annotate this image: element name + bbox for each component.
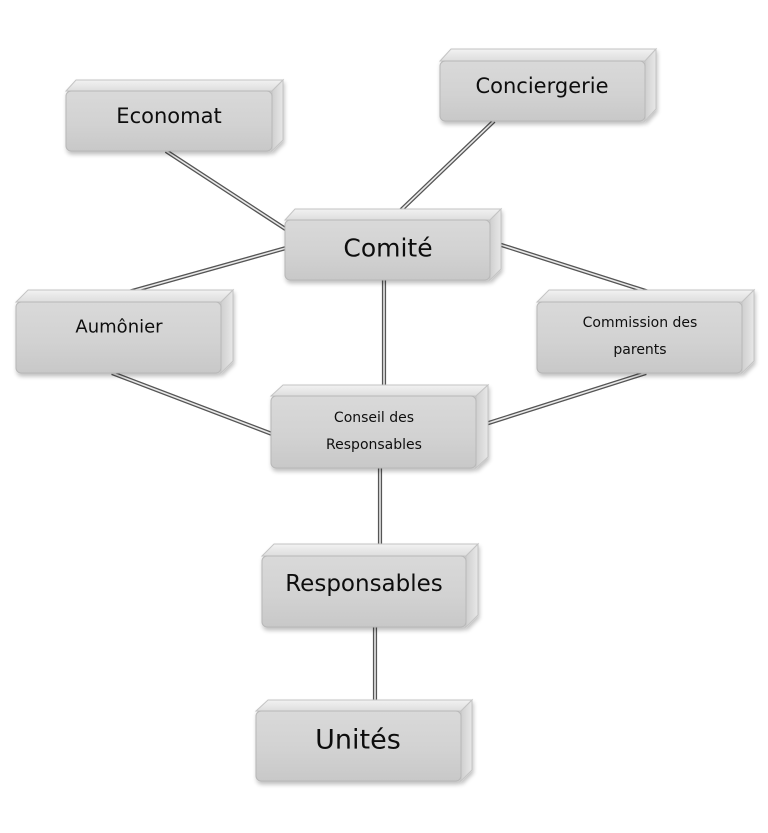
node-comite: Comité xyxy=(283,207,503,282)
node-economat: Economat xyxy=(64,78,285,153)
node-conseil-des-responsables: Conseil des Responsables xyxy=(269,383,490,470)
node-economat-label: Economat xyxy=(116,104,221,128)
node-conseil-label-line2: Responsables xyxy=(326,437,422,453)
connectors xyxy=(111,119,656,701)
connector-commission-conseil xyxy=(475,370,647,430)
node-aumonier-label: Aumônier xyxy=(75,317,163,338)
node-aumonier: Aumônier xyxy=(14,288,235,375)
node-commission-label-line2: parents xyxy=(613,342,666,358)
connector-comite-aumonier xyxy=(124,245,287,296)
node-unites-label: Unités xyxy=(315,725,401,756)
node-responsables: Responsables xyxy=(260,542,480,629)
node-conciergerie-label: Conciergerie xyxy=(475,74,608,98)
connector-comite-commission xyxy=(491,239,656,297)
node-comite-label: Comité xyxy=(343,234,432,263)
connector-conciergerie-comite xyxy=(397,119,496,214)
node-commission-label-line1: Commission des xyxy=(583,315,698,331)
node-unites: Unités xyxy=(254,698,474,783)
node-conseil-label-line1: Conseil des xyxy=(334,410,414,426)
node-commission-des-parents: Commission des parents xyxy=(535,288,756,375)
connector-economat-comite xyxy=(164,149,289,232)
node-responsables-label: Responsables xyxy=(285,571,443,597)
node-conciergerie: Conciergerie xyxy=(438,47,658,123)
connector-aumonier-conseil xyxy=(111,371,273,436)
